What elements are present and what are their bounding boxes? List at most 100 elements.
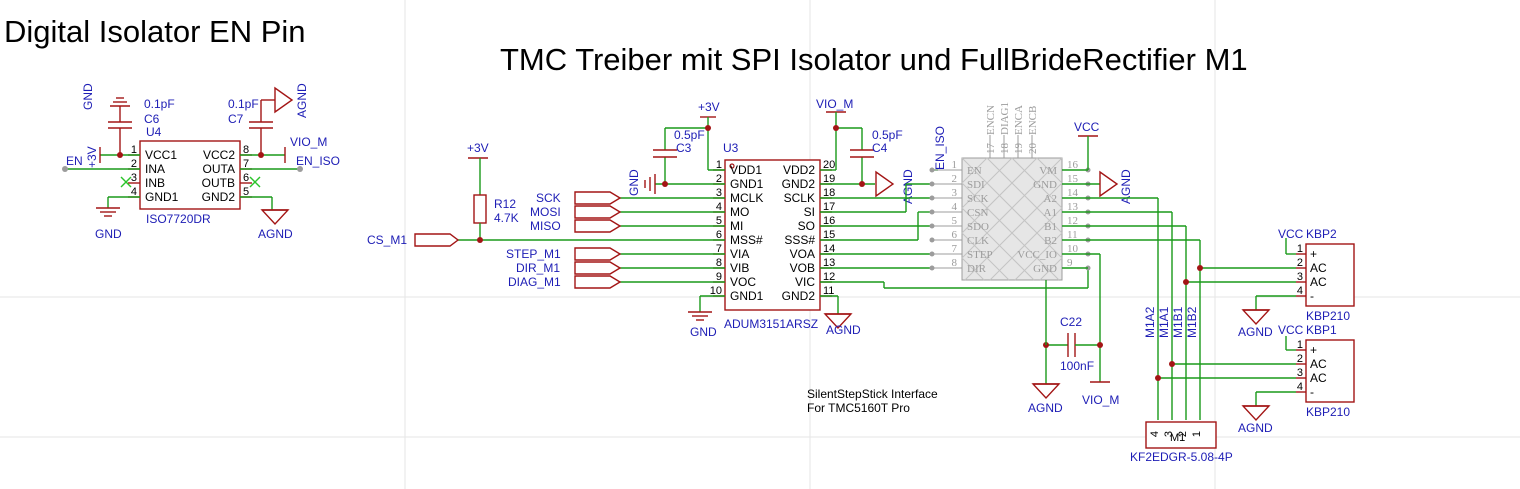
u3-pin-9-name: VOC xyxy=(730,275,756,289)
u4-part: ISO7720DR xyxy=(146,212,211,226)
u4-pin-8-number: 8 xyxy=(243,144,249,156)
u4-wires xyxy=(62,152,303,210)
kbp2-pin-3-name: AC xyxy=(1310,275,1327,289)
u3-pin-17-number: 17 xyxy=(823,201,835,213)
tmc-pin-2-number: 2 xyxy=(952,173,958,185)
u3-pin-20-name: VDD2 xyxy=(783,163,815,177)
u4-gnd-bottom-label: GND xyxy=(95,227,122,241)
u4-plus3v-symbol: +3V xyxy=(85,146,101,168)
u3-body xyxy=(724,159,821,311)
c6-capacitor[interactable]: 0.1pF C6 xyxy=(108,97,175,155)
kbp1-pin-3-name: AC xyxy=(1310,371,1327,385)
tmc-hatch xyxy=(961,157,1063,281)
u3-pin-3-name: MCLK xyxy=(730,191,763,205)
kbp1-pin-3-number: 3 xyxy=(1297,367,1303,379)
tmc-pin-11-name: B2 xyxy=(1044,235,1057,247)
c4-capacitor[interactable]: 0.5pF C4 xyxy=(850,128,903,158)
kbp1-pin-2-name: AC xyxy=(1310,357,1327,371)
m1-body xyxy=(1145,421,1217,449)
tmc-pin-5-dot xyxy=(929,223,935,229)
c7-capacitor[interactable]: 0.1pF C7 xyxy=(228,97,273,155)
c7-ref: C7 xyxy=(228,112,244,126)
tmc-pin-5-number: 5 xyxy=(952,215,958,227)
tmc-pin-19-name: ENCA xyxy=(1013,105,1025,135)
tmc-pin-2-dot xyxy=(929,181,935,187)
tmc-pin-8-dot xyxy=(929,265,935,271)
tmc-pin-20-number: 20 xyxy=(1027,143,1039,155)
u4-en-label: EN xyxy=(66,154,83,168)
tmc-pin-5-name: SDO xyxy=(967,221,989,233)
u4-body xyxy=(139,140,241,210)
tmc-pin-10-number: 10 xyxy=(1067,243,1079,255)
c4-agnd-label: AGND xyxy=(901,169,915,204)
u3-left-supply-wires xyxy=(655,117,725,312)
tmc-pin-9-number: 9 xyxy=(1067,257,1073,269)
c3-capacitor[interactable]: 0.5pF C3 xyxy=(653,128,705,158)
u3-pin-11-number: 11 xyxy=(823,285,834,297)
kbp1-agnd-label: AGND xyxy=(1238,421,1273,435)
tmc-vcc-label: VCC xyxy=(1074,120,1100,134)
u3-pin-8-number: 8 xyxy=(716,257,722,269)
u3-pin-7-number: 7 xyxy=(716,243,722,255)
net-step-m1: STEP_M1 xyxy=(506,247,561,261)
m1-pin-2-number: 2 xyxy=(1177,431,1189,437)
u3-gnd-label: GND xyxy=(690,325,717,339)
u3-pin-10-number: 10 xyxy=(710,285,722,297)
u4-en-iso-label: EN_ISO xyxy=(296,154,340,168)
c3-value: 0.5pF xyxy=(674,128,705,142)
c6-value: 0.1pF xyxy=(144,97,175,111)
u3-gnd-symbol: GND xyxy=(688,311,717,339)
tmc-pin-18-number: 18 xyxy=(999,143,1011,155)
u3-pin-14-number: 14 xyxy=(823,243,835,255)
tmc-pin-13-number: 13 xyxy=(1067,201,1079,213)
m1-pin-1-number: 1 xyxy=(1191,431,1203,437)
u3-plus3v-symbol: +3V xyxy=(698,100,720,118)
u3-net-arrows xyxy=(414,191,622,289)
tmc-agnd-symbol: AGND xyxy=(1062,169,1133,204)
u4-pin-2-number: 2 xyxy=(131,158,137,170)
u4-pin-1-name: VCC1 xyxy=(145,148,177,162)
r12-resistor[interactable]: +3V R12 4.7K xyxy=(467,141,519,243)
tmc-pin-6-number: 6 xyxy=(952,229,958,241)
kbp2-pin-1-number: 1 xyxy=(1297,243,1303,255)
u3-pin-5-name: MI xyxy=(730,219,743,233)
kbp1-body xyxy=(1305,339,1355,403)
tmc-pin-9-name: GND xyxy=(1033,263,1057,275)
c22-vio-m-symbol: VIO_M xyxy=(1082,381,1119,407)
c4-ref: C4 xyxy=(872,141,888,155)
u3-pin-19-name: GND2 xyxy=(782,177,816,191)
net-m1a2: M1A2 xyxy=(1143,306,1157,338)
u3-pin-4-name: MO xyxy=(730,205,749,219)
u3-isolator[interactable]: U3 ADUM3151ARSZ VDD11GND12MCLK3MO4MI5MSS… xyxy=(710,141,836,331)
r12-ref: R12 xyxy=(494,197,516,211)
tmc-vcc-symbol: VCC xyxy=(1062,120,1100,171)
u4-pin-3-number: 3 xyxy=(131,172,137,184)
c22-capacitor[interactable]: C22 100nF xyxy=(1043,280,1103,384)
r12-value: 4.7K xyxy=(494,211,519,225)
u3-pin-10-name: GND1 xyxy=(730,289,764,303)
u3-pin-12-name: VIC xyxy=(795,275,815,289)
u4-pin-8-name: VCC2 xyxy=(203,148,235,162)
u3-pin-14-name: VOA xyxy=(790,247,815,261)
tmc-pin-18-name: DIAG1 xyxy=(999,102,1011,135)
tmc-pin-6-dot xyxy=(929,237,935,243)
title-digital-isolator: Digital Isolator EN Pin xyxy=(4,14,306,49)
tmc-pin-3-name: SCK xyxy=(967,193,988,205)
tmc-en-iso-label: EN_ISO xyxy=(933,126,947,170)
kbp1-pin-4-number: 4 xyxy=(1297,381,1303,393)
u4-pin-2-name: INA xyxy=(145,162,165,176)
u4-agnd-bottom-label: AGND xyxy=(258,227,293,241)
m1-part: KF2EDGR-5.08-4P xyxy=(1130,450,1233,464)
u4-pin-3-name: INB xyxy=(145,176,165,190)
u3-right-supply-wires xyxy=(820,112,875,314)
u3-ref: U3 xyxy=(723,141,739,155)
